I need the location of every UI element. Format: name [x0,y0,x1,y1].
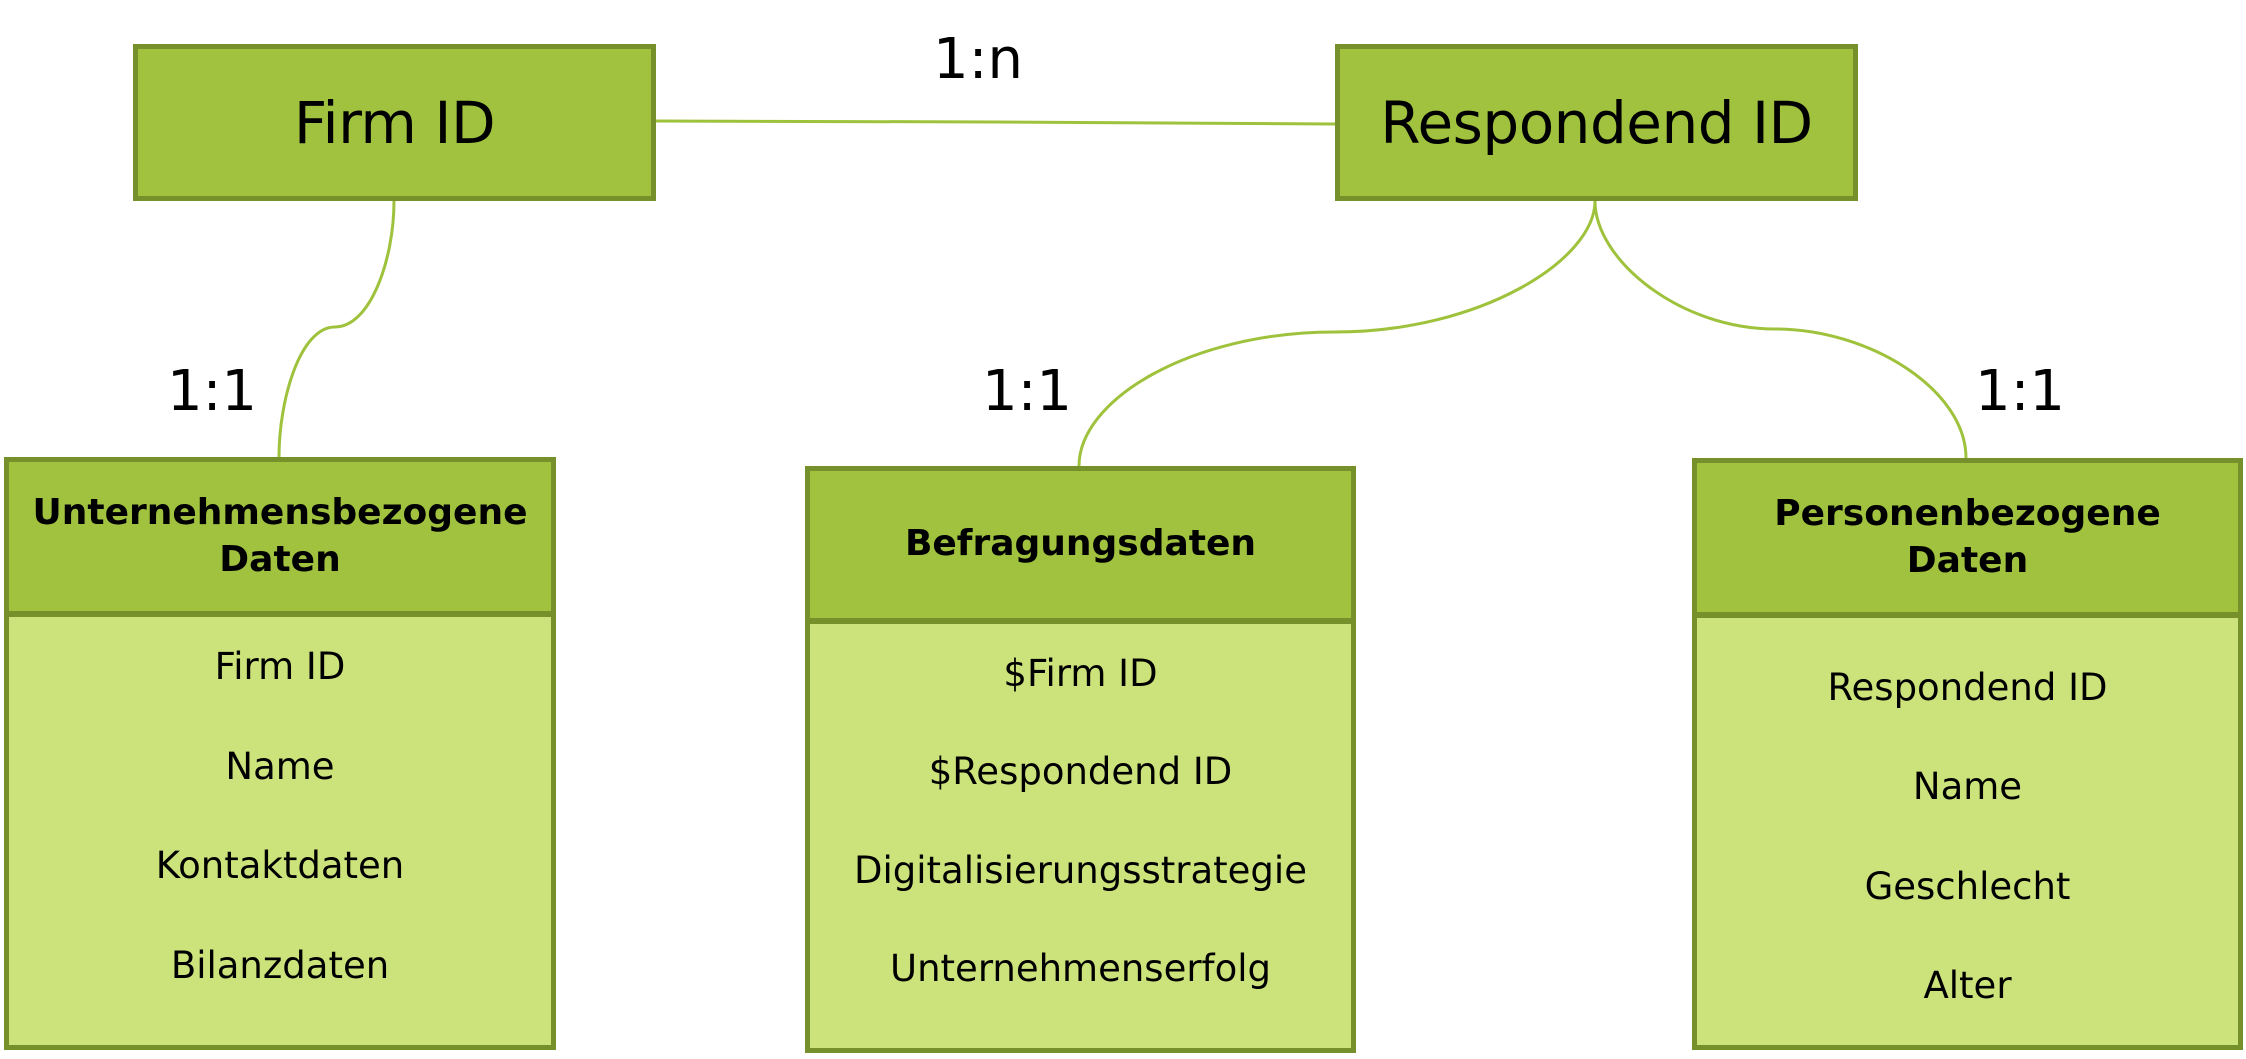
attribute-item: Bilanzdaten [170,943,390,987]
respondend-id-label: Respondend ID [1380,88,1813,157]
connector-respondend-person [1593,200,1968,459]
attribute-item: Respondend ID [1827,666,2108,710]
entity-title: Befragungsdaten [904,523,1257,565]
attribute-item: Name [1912,765,2023,809]
relation-label-firm-company: 1:1 [166,359,258,424]
entity-header: Personenbezogene Daten [1697,463,2238,618]
relation-label-1-n: 1:n [933,27,1023,92]
attribute-item: Alter [1923,963,2012,1007]
entity-unternehmensbezogene-daten: Unternehmensbezogene Daten Firm ID Name … [4,457,556,1050]
entity-personenbezogene-daten: Personenbezogene Daten Respondend ID Nam… [1692,458,2243,1050]
entity-title: Personenbezogene Daten [1774,492,2161,581]
entity-header: Unternehmensbezogene Daten [9,462,551,617]
attribute-item: Geschlecht [1864,864,2071,908]
relation-label-respondend-survey: 1:1 [981,359,1073,424]
entity-attributes: Respondend ID Name Geschlecht Alter [1697,618,2238,1045]
entity-attributes: Firm ID Name Kontaktdaten Bilanzdaten [9,617,551,1045]
attribute-item: Kontaktdaten [155,844,405,888]
firm-id-key: Firm ID [133,44,656,201]
relation-label-respondend-person: 1:1 [1974,359,2066,424]
attribute-item: Firm ID [214,645,346,689]
attribute-item: Unternehmenserfolg [890,947,1271,991]
entity-title: Unternehmensbezogene Daten [32,491,528,580]
entity-header: Befragungsdaten [810,471,1351,624]
entity-attributes: $Firm ID $Respondend ID Digitalisierungs… [810,624,1351,1048]
connector-firm-company [277,200,396,458]
respondend-id-key: Respondend ID [1335,44,1858,201]
attribute-item: Digitalisierungsstrategie [854,848,1307,892]
attribute-item: $Respondend ID [928,750,1233,794]
connector-firm-respondend [655,119,1336,126]
connector-respondend-survey [1077,200,1597,467]
attribute-item: Name [225,744,335,788]
attribute-item: $Firm ID [1003,651,1158,695]
entity-befragungsdaten: Befragungsdaten $Firm ID $Respondend ID … [805,466,1356,1053]
firm-id-label: Firm ID [293,88,496,157]
